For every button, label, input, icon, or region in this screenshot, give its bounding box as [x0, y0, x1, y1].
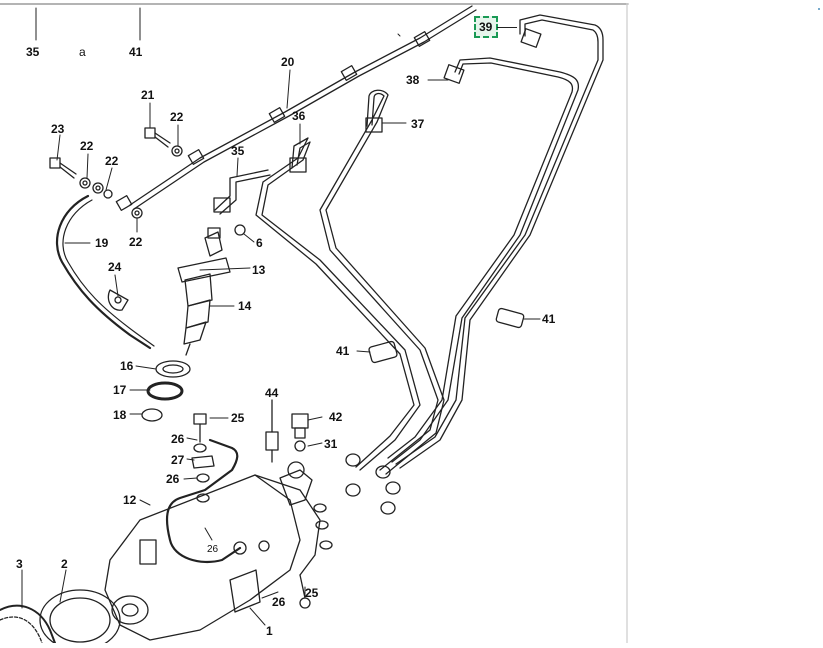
- callout-35-top[interactable]: 35: [26, 45, 40, 59]
- callout-42[interactable]: 42: [329, 410, 343, 424]
- callout-26-b[interactable]: 26: [166, 472, 180, 486]
- callout-3[interactable]: 3: [16, 557, 23, 571]
- bolt-21: [144, 127, 183, 157]
- callout-26-c[interactable]: 26: [207, 544, 219, 555]
- bolt-23: [49, 157, 143, 219]
- callout-26-a[interactable]: 26: [171, 432, 185, 446]
- callout-17[interactable]: 17: [113, 383, 127, 397]
- callout-18[interactable]: 18: [113, 408, 127, 422]
- callout-20[interactable]: 20: [281, 55, 295, 69]
- pipe-clamp-41m: [368, 340, 398, 364]
- callout-23[interactable]: 23: [51, 122, 65, 136]
- washer-16: [155, 360, 191, 378]
- plug-42: [291, 413, 309, 452]
- callout-21[interactable]: 21: [141, 88, 155, 102]
- callout-19[interactable]: 19: [95, 236, 109, 250]
- callout-25-a[interactable]: 25: [231, 411, 245, 425]
- clip-24: [107, 289, 129, 311]
- leader-lines: [21, 33, 541, 626]
- callout-36[interactable]: 36: [292, 109, 306, 123]
- callout-1[interactable]: 1: [266, 624, 273, 638]
- leak-off-pipe: [115, 5, 477, 211]
- callout-37[interactable]: 37: [411, 117, 425, 131]
- callout-22-c[interactable]: 22: [105, 154, 119, 168]
- banjo-bolt-25: [191, 413, 215, 503]
- callout-35[interactable]: 35: [231, 144, 245, 158]
- flex-pipe-19: [55, 194, 155, 350]
- washer-18: [141, 408, 163, 422]
- callout-22-b[interactable]: 22: [80, 139, 94, 153]
- callout-a[interactable]: a: [79, 45, 86, 59]
- callout-12[interactable]: 12: [123, 493, 137, 507]
- pipe-clamp-41r: [495, 307, 525, 329]
- callout-24[interactable]: 24: [108, 260, 122, 274]
- sensor-44: [265, 399, 279, 463]
- high-pressure-pipes: [255, 14, 604, 515]
- callout-41-right[interactable]: 41: [542, 312, 556, 326]
- corner-dot: [818, 8, 820, 10]
- drive-gear: [0, 589, 149, 648]
- callout-22-d[interactable]: 22: [129, 235, 143, 249]
- callout-38[interactable]: 38: [406, 73, 420, 87]
- callout-44[interactable]: 44: [265, 386, 279, 400]
- washer-17: [146, 381, 184, 401]
- callout-14[interactable]: 14: [238, 299, 252, 313]
- injector-assembly: [177, 169, 271, 356]
- callout-26-d[interactable]: 26: [272, 595, 286, 609]
- callout-2[interactable]: 2: [61, 557, 68, 571]
- callout-39-label: 39: [479, 20, 493, 34]
- callout-27[interactable]: 27: [171, 453, 185, 467]
- return-pipe-12: [165, 438, 242, 564]
- callout-41-top[interactable]: 41: [129, 45, 143, 59]
- callout-22-a[interactable]: 22: [170, 110, 184, 124]
- callout-31[interactable]: 31: [324, 437, 338, 451]
- callout-25-b[interactable]: 25: [305, 586, 319, 600]
- callout-13[interactable]: 13: [252, 263, 266, 277]
- injection-pump-body: [104, 461, 333, 641]
- leader-39: [497, 27, 517, 28]
- callout-6[interactable]: 6: [256, 236, 263, 250]
- highlight-callout-39[interactable]: 39: [474, 16, 498, 38]
- callout-41-middle[interactable]: 41: [336, 344, 350, 358]
- callout-16[interactable]: 16: [120, 359, 134, 373]
